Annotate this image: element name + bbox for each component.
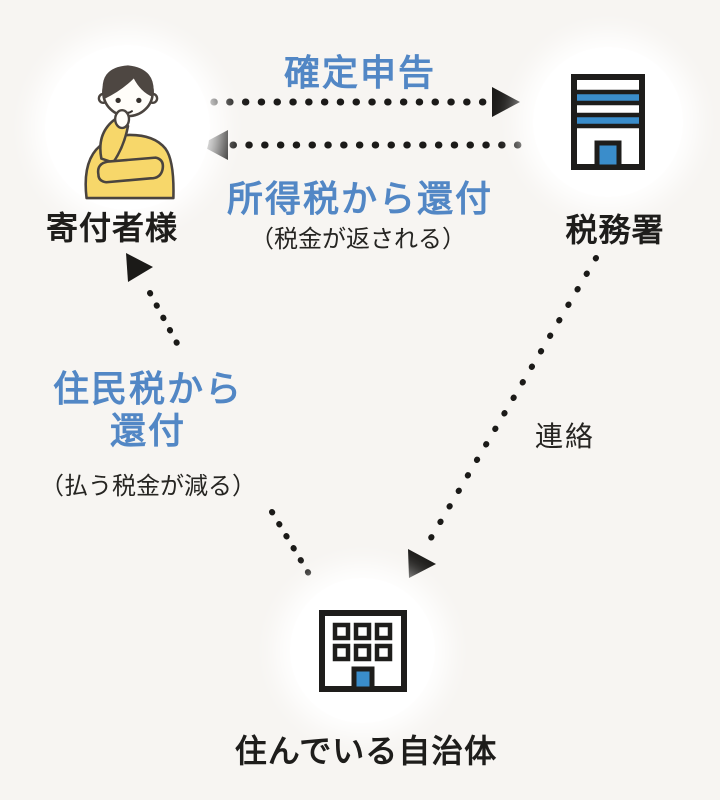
tax-office-building-icon — [571, 74, 645, 170]
resident-tax-refund-label: 住民税から 還付 — [28, 368, 268, 452]
resident-tax-refund-label-line1: 住民税から — [52, 368, 243, 409]
income-tax-refund-note: （税金が返される） — [250, 226, 466, 253]
resident-tax-refund-label-line2: 還付 — [109, 410, 186, 451]
tax-office-node — [533, 47, 683, 197]
resident-tax-refund-note: （払う税金が減る） — [40, 473, 256, 500]
tax-office-label: 税務署 — [565, 212, 665, 248]
income-tax-refund-label: 所得税から還付 — [226, 178, 493, 219]
thinking-person-icon — [83, 64, 175, 199]
city-hall-building-icon — [318, 609, 407, 692]
donor-node — [45, 45, 210, 210]
income-tax-refund-arrow — [200, 130, 535, 160]
donor-label: 寄付者様 — [45, 210, 178, 246]
final-return-label: 確定申告 — [283, 52, 436, 93]
notification-label: 連絡 — [534, 421, 595, 452]
municipality-node — [290, 578, 435, 723]
municipality-label: 住んでいる自治体 — [234, 733, 498, 769]
